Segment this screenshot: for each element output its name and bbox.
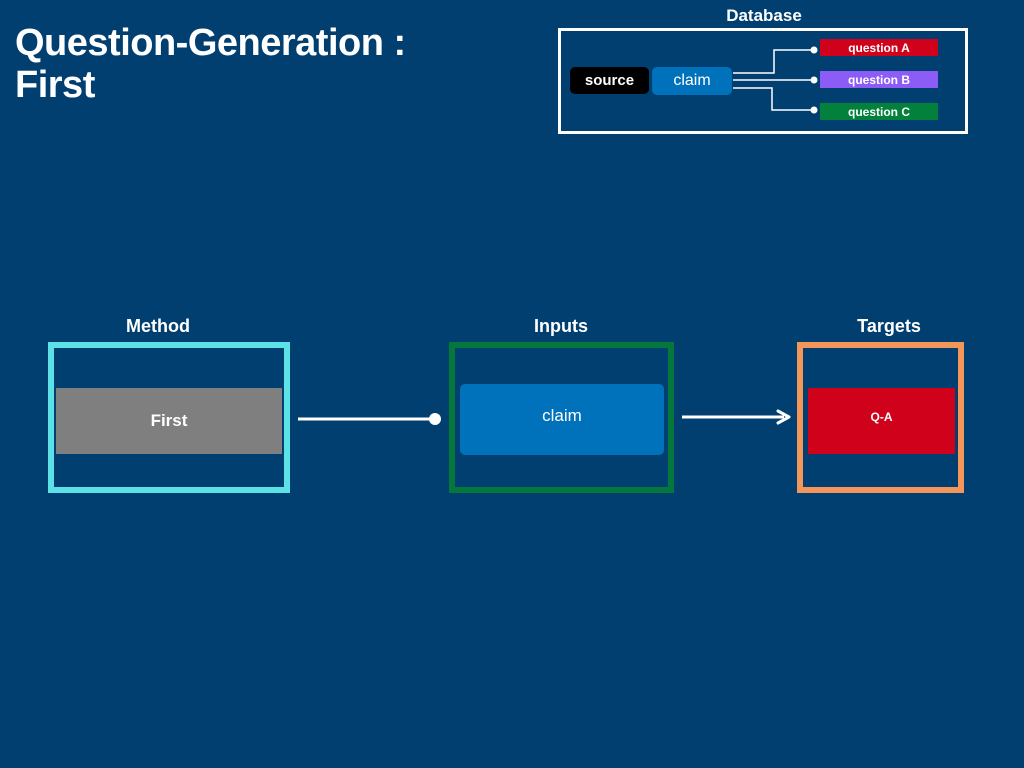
inputs-frame [449, 342, 674, 493]
question-a: question A [820, 39, 938, 56]
connector-dot-c [810, 106, 818, 114]
targets-value: Q-A [808, 388, 955, 454]
database-connectors [733, 49, 814, 111]
database-label: Database [726, 6, 802, 25]
targets-frame [797, 342, 964, 493]
connector-dot-a [810, 46, 818, 54]
title-line-1: Question-Generation : [15, 22, 406, 64]
page-title: Question-Generation : First [15, 22, 406, 106]
method-frame [48, 342, 290, 493]
method-value: First [56, 388, 282, 454]
title-line-2: First [15, 64, 95, 106]
database-source: source [570, 67, 649, 94]
connector-question-c [733, 87, 814, 111]
method-to-inputs-dot [429, 413, 441, 425]
connector-question-a [733, 49, 814, 74]
question-b: question B [820, 71, 938, 88]
arrow-head-icon [776, 409, 791, 425]
inputs-label: Inputs [534, 316, 588, 336]
method-label: Method [126, 316, 190, 336]
database-box [558, 28, 968, 134]
connector-dot-b [810, 76, 818, 84]
database-claim: claim [652, 67, 732, 95]
targets-label: Targets [857, 316, 921, 336]
question-c: question C [820, 103, 938, 120]
inputs-value: claim [460, 384, 664, 455]
